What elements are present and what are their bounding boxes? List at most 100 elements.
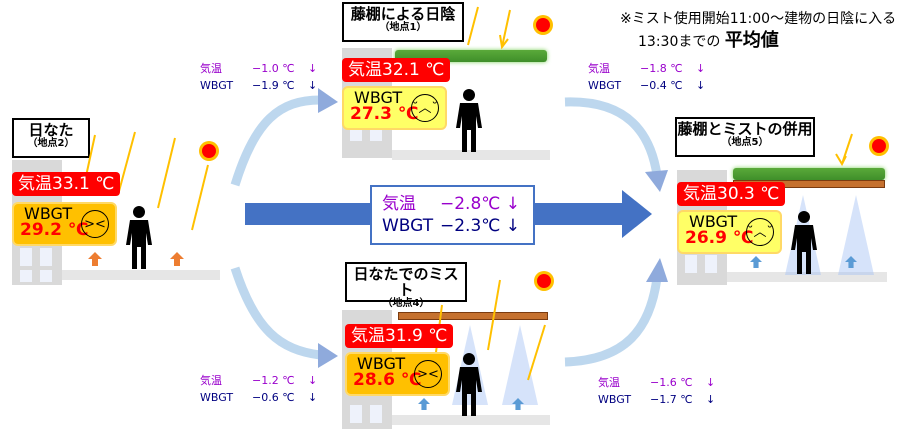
site-title: 藤棚とミストの併用 (677, 120, 813, 138)
sweating-face-icon: ˘︿˘ (746, 218, 774, 246)
site-title-box: 藤棚とミストの併用 （地点5） (675, 117, 815, 157)
text-label: ↓ (696, 79, 706, 92)
person-icon (126, 206, 152, 269)
curve-arrowhead (318, 343, 338, 368)
note-line-2: 13:30までの (638, 34, 721, 50)
cool-up-arrow-icon (418, 398, 430, 410)
site-subtitle: （地点2） (27, 137, 75, 149)
building-window (40, 270, 52, 282)
wbgt-label: WBGT (354, 88, 403, 107)
cool-up-arrow-icon (512, 398, 524, 410)
diff-mist-to-combined: 気温−1.6 ℃↓ WBGT−1.7 ℃↓ (598, 374, 715, 408)
curve-arrowhead (318, 88, 338, 113)
wbgt-value: 27.3 ℃ (350, 104, 419, 124)
curve-arrowhead (645, 170, 668, 192)
wbgt-box: WBGT 26.9 ℃ ˘︿˘ (677, 210, 782, 254)
text-label: ↓ (308, 391, 318, 404)
curve-arrow-hinata-to-trellis (230, 95, 321, 187)
air-temp-badge: 気温31.9 ℃ (345, 324, 454, 348)
text-label: −1.7 ℃ (650, 393, 693, 406)
site-subtitle: （地点4） (382, 297, 430, 309)
text-label: 気温 (588, 62, 610, 75)
sun-rays (82, 131, 209, 231)
sun-icon (533, 15, 553, 35)
site-subtitle: （地点5） (721, 136, 769, 148)
averaging-note: ※ミスト使用開始11:00～建物の日陰に入る 13:30までの 平均値 (620, 8, 896, 53)
site-title-box: 日なたでのミスト （地点4） (345, 262, 467, 308)
ground (727, 272, 887, 282)
text-label: ↓ (505, 216, 521, 236)
text-label: ↓ (308, 374, 318, 387)
curve-arrowhead (646, 258, 668, 282)
text-label: WBGT (382, 216, 434, 236)
heat-up-arrow-icon (170, 252, 184, 266)
text-label: 気温 (382, 194, 416, 214)
text-label: −1.0 ℃ (252, 62, 295, 75)
text-label: −1.6 ℃ (650, 376, 693, 389)
wbgt-box: WBGT 29.2 ℃ >< (12, 202, 117, 246)
sweating-face-icon: ˘︿˘ (411, 94, 439, 122)
text-label: WBGT (200, 79, 234, 92)
wbgt-value: 26.9 ℃ (685, 228, 754, 248)
wbgt-box: WBGT 28.6 ℃ >< (345, 352, 450, 396)
wisteria-trellis (733, 168, 885, 180)
text-label: −0.6 ℃ (252, 391, 295, 404)
mist-pipe-beam (398, 312, 548, 320)
ground (392, 150, 550, 160)
site-title: 日なた (28, 121, 74, 139)
sun-rays (467, 6, 511, 50)
building-window (20, 270, 32, 282)
cool-up-arrow-icon (845, 256, 857, 268)
text-label: ↓ (706, 376, 716, 389)
very-hot-face-icon: >< (81, 210, 109, 238)
text-label: WBGT (200, 391, 234, 404)
text-label: ↓ (308, 62, 318, 75)
wbgt-value: 28.6 ℃ (353, 370, 422, 390)
sun-icon (869, 136, 889, 156)
building-window (370, 405, 382, 423)
text-label: ↓ (706, 393, 716, 406)
note-emphasis: 平均値 (724, 30, 779, 51)
text-label: −1.2 ℃ (252, 374, 295, 387)
text-label: −0.4 ℃ (640, 79, 683, 92)
text-label: −1.8 ℃ (640, 62, 683, 75)
wbgt-label: WBGT (689, 212, 738, 231)
site-title: 藤棚による日陰 (350, 5, 456, 23)
text-label: −2.8℃ (440, 194, 501, 214)
curve-arrow-mist-to-combined (564, 277, 662, 367)
wbgt-value: 29.2 ℃ (20, 220, 89, 240)
text-label: −1.9 ℃ (252, 79, 295, 92)
text-label: WBGT (598, 393, 632, 406)
person-icon (456, 353, 482, 416)
building-window (685, 255, 697, 273)
wbgt-box: WBGT 27.3 ℃ ˘︿˘ (342, 86, 447, 130)
site-title-box: 日なた （地点2） (12, 118, 90, 158)
diff-hinata-to-mist: 気温−1.2 ℃↓ WBGT−0.6 ℃↓ (200, 372, 317, 406)
air-temp-badge: 気温32.1 ℃ (342, 58, 451, 82)
person-icon (456, 89, 482, 152)
cool-up-arrow-icon (750, 256, 762, 268)
building-window (705, 255, 717, 273)
text-label: ↓ (308, 79, 318, 92)
text-label: ↓ (505, 194, 521, 214)
building-window (350, 405, 362, 423)
sun-rays (835, 133, 853, 167)
curve-arrow-trellis-to-combined (564, 97, 662, 176)
wbgt-label: WBGT (357, 354, 406, 373)
text-label: −2.3℃ (440, 216, 501, 236)
building-window (20, 248, 32, 266)
text-label: ↓ (696, 62, 706, 75)
text-label: WBGT (588, 79, 622, 92)
very-hot-face-icon: >< (414, 360, 442, 388)
ground (392, 415, 550, 425)
curve-arrow-hinata-to-mist (230, 266, 321, 360)
sun-icon (199, 141, 219, 161)
heat-up-arrow-icon (88, 252, 102, 266)
person-icon (791, 211, 817, 274)
site-title: 日なたでのミスト (353, 265, 459, 299)
diff-hinata-to-trellis: 気温−1.0 ℃↓ WBGT−1.9 ℃↓ (200, 60, 317, 94)
building-window (40, 248, 52, 266)
diff-trellis-to-combined: 気温 −1.8 ℃ ↓ WBGT −0.4 ℃ ↓ (588, 60, 705, 94)
diff-hinata-to-combined: 気温 −2.8℃ ↓ WBGT −2.3℃ ↓ (370, 185, 535, 245)
air-temp-badge: 気温30.3 ℃ (677, 182, 786, 206)
